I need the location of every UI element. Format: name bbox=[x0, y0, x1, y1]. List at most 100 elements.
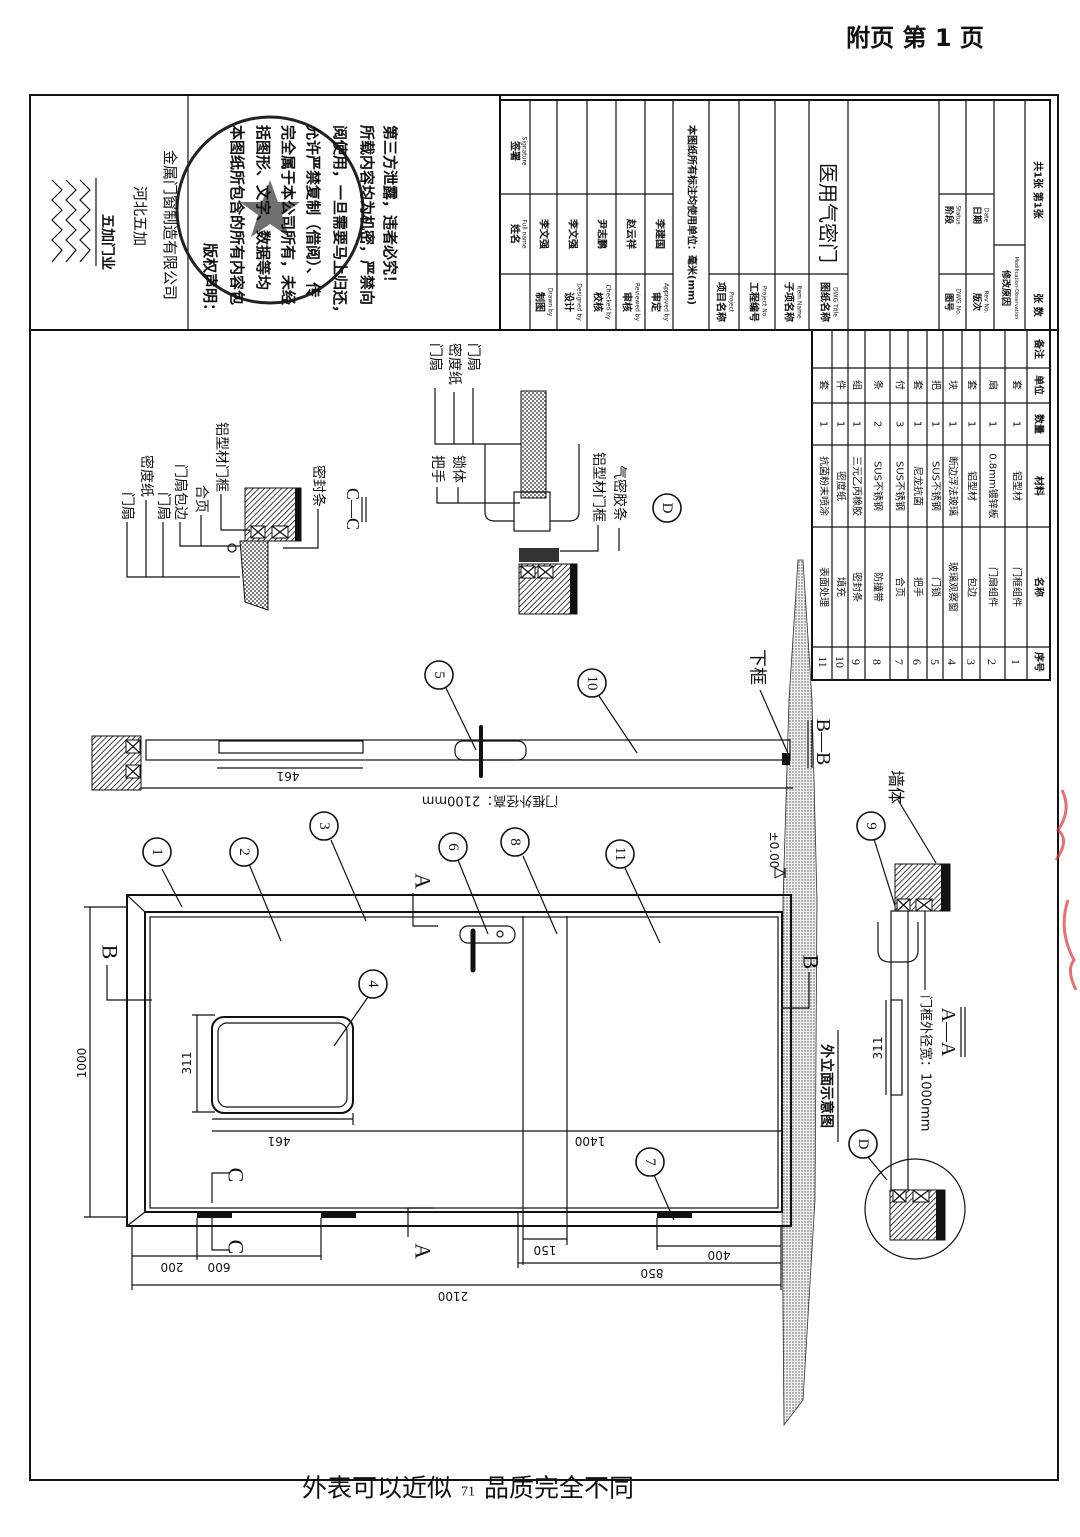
dim-850: 850 bbox=[641, 1266, 664, 1280]
drawing-title: 医用气密门 bbox=[816, 163, 840, 263]
table-cell-qty: 1 bbox=[1011, 421, 1022, 427]
front-elevation bbox=[84, 867, 839, 1290]
role-label-en: Reviewed by bbox=[634, 283, 641, 322]
ground-hatch bbox=[781, 559, 818, 1427]
callout-11: 11 bbox=[612, 847, 628, 861]
table-cell-name: 门框组件 bbox=[1011, 567, 1024, 607]
dim-600: 600 bbox=[208, 1260, 231, 1274]
bottom-frame-label: 下框 bbox=[747, 649, 768, 685]
role-label-en: Approved by bbox=[663, 283, 670, 321]
table-cell-name: 门锁 bbox=[930, 577, 943, 597]
table-header-no: 序号 bbox=[1033, 652, 1046, 672]
door-leaf-section bbox=[145, 739, 791, 761]
field-label-en: Project bbox=[728, 292, 735, 313]
table-cell-no: 4 bbox=[945, 659, 959, 665]
section-aa-title: A—A bbox=[937, 1008, 959, 1057]
table-cell-material: 断边浮法玻璃 bbox=[947, 456, 960, 516]
dim-window-width: 461 bbox=[268, 1134, 291, 1148]
door-frame-outer bbox=[126, 894, 792, 1227]
bb-dim-window: 461 bbox=[277, 769, 300, 783]
table-cell-name: 合页 bbox=[894, 577, 907, 597]
table-cell-no: 2 bbox=[985, 659, 999, 665]
person-name: 李建国 bbox=[654, 218, 667, 249]
table-cell-unit: 付 bbox=[894, 380, 907, 390]
dim-1400: 1400 bbox=[575, 1134, 606, 1148]
table-cell-material: 铝型材 bbox=[1011, 471, 1024, 501]
dim-200: 200 bbox=[161, 1260, 184, 1274]
cc-label: 门扇包边 bbox=[172, 464, 188, 520]
copyright-line: 第三方泄露，违者必究！ bbox=[381, 125, 399, 290]
company-logo bbox=[51, 178, 97, 266]
callout-2-circle bbox=[229, 837, 259, 867]
field-label: 工程编号 bbox=[748, 282, 761, 322]
rev-no-label-en: Rev No. bbox=[983, 290, 990, 313]
observation-window bbox=[211, 1016, 354, 1114]
section-mark-c: C bbox=[224, 1240, 249, 1255]
dim-height: 2100 bbox=[438, 1289, 469, 1303]
status-label-en: Status bbox=[955, 205, 962, 224]
handle-section bbox=[877, 922, 919, 963]
table-cell-name: 填充 bbox=[835, 577, 848, 597]
table-cell-qty: 2 bbox=[872, 421, 883, 427]
person-name: 尹志鹏 bbox=[596, 219, 609, 249]
unit-note: 本图纸所有标注均使用单位：毫米(mm) bbox=[686, 125, 699, 305]
detail-d-label: 门扇 bbox=[427, 343, 443, 371]
cc-label: 密度纸 bbox=[138, 455, 155, 497]
page-label: 附页 第 1 页 bbox=[846, 24, 984, 52]
modification-label: 修改原因 bbox=[1000, 269, 1012, 306]
table-cell-qty: 1 bbox=[987, 421, 998, 427]
table-cell-qty: 1 bbox=[818, 421, 829, 427]
role-label: 设计 bbox=[563, 292, 576, 312]
aa-dim-window: 311 bbox=[871, 1037, 885, 1060]
section-aa bbox=[864, 863, 966, 1260]
table-cell-unit: 件 bbox=[835, 380, 847, 390]
hinge bbox=[197, 1211, 232, 1218]
callout-11-circle bbox=[605, 839, 635, 869]
cc-label: 铝型材门框 bbox=[213, 422, 229, 492]
copyright-line: 阅使用，一旦需要马上归还， bbox=[331, 125, 349, 320]
rev-no-label: 版次 bbox=[971, 292, 983, 311]
frame-width-note: 门框外径宽：1000mm bbox=[918, 995, 934, 1131]
table-cell-material: 尼龙抗菌 bbox=[912, 466, 925, 506]
table-cell-unit: 套 bbox=[1011, 380, 1024, 390]
callout-9: 9 bbox=[863, 822, 879, 830]
parts-table-grid bbox=[811, 329, 1051, 681]
section-bb-title: B—B bbox=[812, 719, 834, 766]
cc-label: 合页 bbox=[193, 485, 209, 513]
frame-height-note: 门框外径高：2100mm bbox=[422, 793, 558, 809]
table-cell-material: SUS不锈钢 bbox=[872, 461, 885, 511]
section-mark-a: A bbox=[411, 873, 436, 889]
section-mark-b: B bbox=[98, 945, 123, 960]
role-label: 审定 bbox=[650, 292, 663, 312]
callout-6-circle bbox=[438, 832, 468, 862]
sheet-count-value: 共1张 第1张 bbox=[1032, 161, 1045, 219]
hinge bbox=[321, 1211, 356, 1218]
dim-window-height: 311 bbox=[180, 1052, 194, 1075]
callout-5: 5 bbox=[431, 671, 447, 679]
detail-d-label: 气密胶条 bbox=[611, 465, 628, 521]
detail-d-callout-circle bbox=[848, 1129, 878, 1159]
callout-4-circle bbox=[358, 969, 388, 999]
section-mark-c: C bbox=[224, 1168, 249, 1183]
table-cell-qty: 3 bbox=[894, 421, 905, 427]
detail-d bbox=[434, 388, 620, 615]
table-cell-name: 包边 bbox=[966, 577, 979, 597]
footer-text: 品质完全不同 bbox=[484, 1474, 634, 1503]
table-cell-material: 0.8mm镀锌板 bbox=[987, 453, 1000, 518]
field-label: 子项名称 bbox=[783, 282, 796, 322]
sheet-border bbox=[29, 94, 1059, 1481]
door-leaf bbox=[149, 916, 779, 1209]
table-cell-material: 铝型材 bbox=[966, 471, 979, 501]
date-label-en: Date bbox=[983, 208, 990, 223]
callout-leaders bbox=[161, 687, 937, 1221]
header-signature-en: Signature bbox=[521, 137, 528, 166]
table-cell-no: 3 bbox=[964, 659, 978, 665]
company-brand: 五加门业 bbox=[99, 214, 116, 270]
cc-label: 密封条 bbox=[310, 465, 327, 507]
table-cell-unit: 套 bbox=[818, 380, 831, 390]
section-bb bbox=[91, 720, 813, 791]
callout-9-circle bbox=[856, 811, 886, 841]
wall-label: 墙体 bbox=[885, 770, 905, 804]
callout-5-circle bbox=[424, 660, 454, 690]
